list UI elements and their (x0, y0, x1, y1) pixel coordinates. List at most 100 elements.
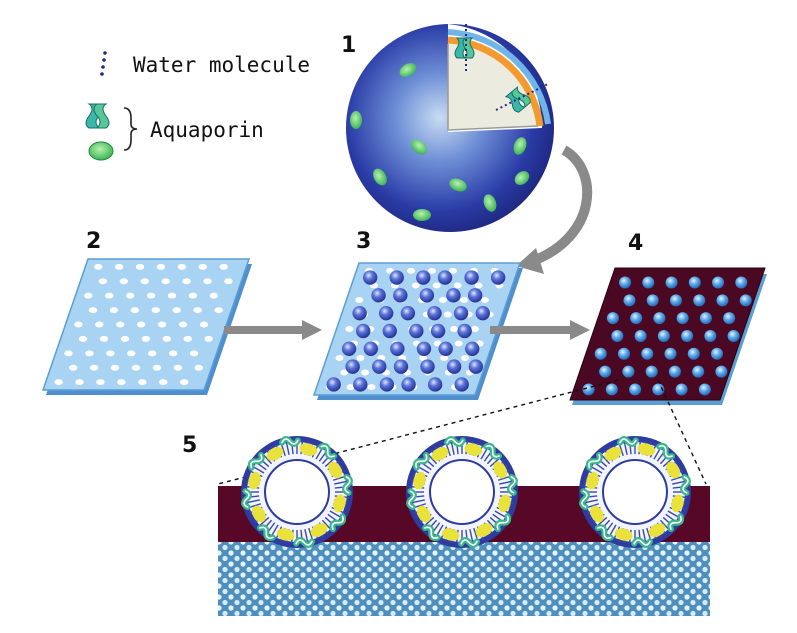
pore (194, 364, 203, 371)
pore (450, 326, 459, 332)
vesicle (457, 323, 472, 339)
pore (156, 263, 166, 270)
embedded-vesicle (652, 383, 665, 396)
pore (88, 307, 98, 314)
vesicle (379, 377, 395, 392)
pore (140, 278, 149, 285)
porous-support-sheet (41, 258, 252, 395)
embedded-vesicle (715, 365, 728, 378)
embedded-vesicle (599, 365, 612, 378)
vesicle (438, 341, 453, 356)
embedded-vesicle (711, 347, 723, 360)
embedded-vesicle (634, 329, 647, 342)
embedded-vesicle (716, 294, 729, 307)
embedded-vesicle (594, 347, 607, 360)
vesicle (467, 288, 483, 303)
vesicle (437, 270, 453, 285)
vesicle (420, 359, 435, 374)
vesicle-cross-section (579, 436, 691, 548)
embedded-vesicle (704, 329, 717, 342)
pore (203, 278, 212, 285)
vesicle (393, 359, 409, 374)
pore (173, 364, 183, 371)
pore (151, 307, 160, 314)
vesicle (400, 305, 416, 321)
pore (168, 350, 178, 357)
pore (89, 364, 99, 371)
pore (361, 369, 370, 376)
pore (189, 350, 199, 357)
embedded-vesicle (665, 276, 678, 289)
pore (340, 369, 349, 376)
pore (98, 278, 108, 285)
embedded-vesicle (681, 329, 694, 342)
vesicle (464, 270, 479, 285)
pore (74, 321, 83, 328)
pore (219, 263, 228, 270)
pore (411, 282, 420, 289)
pore (162, 335, 172, 342)
embedded-vesicle (664, 347, 677, 360)
pore (141, 335, 151, 342)
pore (68, 364, 78, 371)
vesicle (345, 359, 360, 374)
vesicle (475, 305, 490, 321)
pore (448, 267, 457, 274)
vesicle (416, 270, 431, 285)
embedded-vesicle (630, 312, 643, 325)
curved-arrowhead-icon (516, 248, 544, 274)
pore (105, 292, 114, 299)
pore (209, 292, 219, 299)
pore (99, 335, 109, 342)
pore (432, 282, 441, 289)
pore (355, 296, 364, 303)
vesicle (390, 341, 405, 356)
pore (117, 379, 126, 386)
vesicle (465, 341, 480, 356)
pore (224, 278, 233, 285)
vesicle (419, 288, 435, 303)
pore (114, 263, 124, 270)
embedded-vesicle (619, 276, 632, 289)
final-membrane-sheet (569, 267, 767, 405)
pore (407, 267, 416, 274)
pore (367, 384, 376, 391)
pore (159, 379, 168, 386)
embedded-vesicle (605, 383, 618, 396)
embedded-vesicle (641, 347, 654, 360)
pore (148, 350, 157, 357)
pore (138, 379, 147, 386)
embedded-vesicle (606, 312, 619, 325)
vesicle (393, 288, 408, 303)
vesicle (416, 341, 432, 356)
step-5-label: 5 (182, 433, 197, 458)
embedded-vesicle (675, 383, 688, 396)
embedded-vesicle (657, 329, 670, 342)
pore (135, 263, 145, 270)
pore (346, 384, 355, 391)
embedded-vesicle (687, 347, 700, 360)
pore (177, 263, 187, 270)
vesicle (446, 288, 461, 303)
pore (480, 296, 489, 303)
embedded-vesicle (642, 276, 655, 289)
pore (125, 292, 135, 299)
vesicle (453, 305, 469, 321)
legend-brace-icon (123, 107, 138, 151)
legend: Water molecule Aquaporin (85, 51, 310, 161)
pore (335, 355, 344, 362)
pore (106, 350, 115, 357)
pore (95, 321, 104, 328)
embedded-vesicle (692, 365, 705, 378)
legend-aquaporin-label: Aquaporin (150, 118, 264, 142)
vesicle (409, 323, 424, 339)
pore (204, 335, 213, 342)
vesicle (430, 323, 446, 339)
vesicle (355, 323, 371, 339)
aquaporin-top-view-icon (88, 141, 114, 161)
embedded-vesicle (723, 312, 736, 325)
pore (109, 307, 119, 314)
step-4-label: 4 (628, 231, 643, 256)
membrane-cross-section (218, 436, 710, 616)
vesicle (382, 323, 397, 339)
